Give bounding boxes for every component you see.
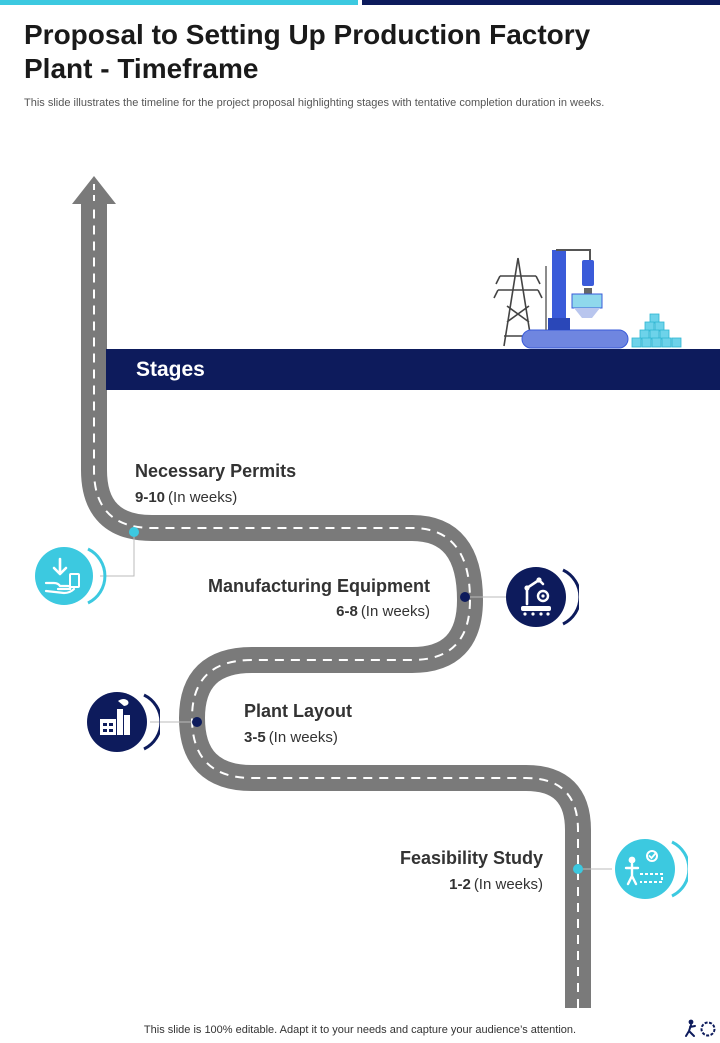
stage-duration-value: 6-8 <box>336 603 358 620</box>
hand-download-icon <box>35 547 107 605</box>
stage-icon-manufacturing-equipment <box>503 564 582 635</box>
brand-logo-icon <box>685 1019 716 1037</box>
power-pylon-icon <box>493 257 543 347</box>
connector-feasibility-study <box>573 864 612 874</box>
stage-duration-unit: (In weeks) <box>360 603 430 620</box>
stage-duration-value: 1-2 <box>449 876 471 893</box>
stage-name-manufacturing-equipment: Manufacturing Equipment <box>208 576 430 596</box>
stage-duration-unit: (In weeks) <box>168 489 238 506</box>
stages-banner <box>106 349 720 390</box>
stage-duration-manufacturing-equipment: 6-8(In weeks) <box>230 603 430 620</box>
stage-duration-unit: (In weeks) <box>473 876 543 893</box>
connector-necessary-permits <box>100 527 139 577</box>
top-accent-bar-cyan <box>0 0 358 5</box>
stage-icon-feasibility-study <box>612 836 691 907</box>
footer-note: This slide is 100% editable. Adapt it to… <box>143 1024 577 1036</box>
page-subtitle: This slide illustrates the timeline for … <box>24 97 605 109</box>
stages-heading: Stages <box>136 358 205 381</box>
stage-duration-value: 3-5 <box>244 729 266 746</box>
stage-duration-value: 9-10 <box>135 489 166 506</box>
stage-name-plant-layout: Plant Layout <box>244 701 353 721</box>
person-check-icon <box>615 839 691 899</box>
factory-icon <box>87 692 163 752</box>
factory-illustration <box>493 249 682 349</box>
road-center-dashes <box>93 200 579 1008</box>
stage-duration-necessary-permits: 9-10(In weeks) <box>135 489 237 506</box>
cube-stack-icon <box>631 313 682 348</box>
stage-icon-necessary-permits <box>30 543 110 614</box>
stage-duration-plant-layout: 3-5(In weeks) <box>244 729 338 746</box>
robot-arm-icon <box>506 567 582 627</box>
connector-manufacturing-equipment <box>460 592 506 602</box>
top-accent-bar-navy <box>362 0 720 5</box>
stage-duration-unit: (In weeks) <box>268 729 338 746</box>
stage-name-necessary-permits: Necessary Permits <box>135 461 297 481</box>
connector-plant-layout <box>150 717 202 727</box>
brand-logo <box>684 1018 718 1043</box>
stage-icon-plant-layout <box>84 689 163 760</box>
stage-duration-feasibility-study: 1-2(In weeks) <box>343 876 543 893</box>
stage-name-feasibility-study: Feasibility Study <box>399 848 543 868</box>
page-title: Proposal to Setting Up Production Factor… <box>24 19 591 84</box>
